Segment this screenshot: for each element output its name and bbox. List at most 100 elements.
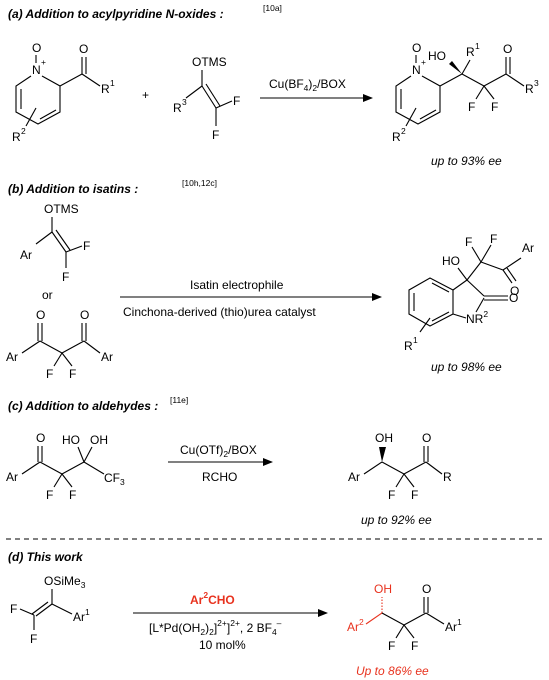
atom-label: F (388, 639, 395, 653)
atom-label: R (443, 470, 452, 484)
atom-label: N (32, 63, 41, 77)
atom-label: 1 (110, 78, 115, 88)
panel-d-ee: Up to 86% ee (356, 664, 429, 678)
atom-label: OTMS (192, 55, 227, 69)
atom-label: F (388, 488, 395, 502)
atom-label: Ar1 (73, 607, 90, 624)
atom-label: F (69, 488, 76, 502)
plus-sign: + (142, 88, 149, 102)
atom-label: O (509, 291, 518, 305)
panel-c-ee: up to 92% ee (361, 513, 432, 527)
atom-label: F (83, 239, 90, 253)
atom-label: 1 (413, 335, 418, 345)
atom-label: Ar2 (347, 617, 364, 634)
atom-label: O (503, 42, 512, 56)
atom-label: O (36, 308, 45, 322)
atom-label: HO (62, 433, 80, 447)
atom-label: + (421, 57, 426, 67)
atom-label: F (411, 639, 418, 653)
atom-label: OH (375, 431, 393, 445)
panel-b-title: (b) Addition to isatins : (8, 182, 138, 196)
atom-label: Ar1 (445, 617, 462, 634)
atom-label: O (422, 582, 431, 596)
silyl-enol-ether-b: OTMS Ar F F (20, 202, 90, 284)
atom-label: F (468, 100, 475, 114)
panel-b-ee: up to 98% ee (431, 360, 502, 374)
aldol-product-c: OH Ar F F O R (348, 431, 452, 502)
silyl-enol-ether-d: OSiMe3 Ar1 F F (10, 574, 90, 646)
panel-a-title: (a) Addition to acylpyridine N-oxides : (8, 7, 224, 21)
atom-label: HO (428, 49, 446, 63)
arrow-d-catalyst: [L*Pd(OH2)2]2+]2+, 2 BF4– (149, 618, 282, 637)
atom-label: 2 (21, 126, 26, 136)
atom-label: R (101, 82, 110, 96)
atom-label: F (465, 235, 472, 249)
pyridine-n-oxide-reactant: O N + O R 1 R 2 (12, 41, 115, 144)
atom-label: CF3 (104, 471, 125, 487)
silyl-enol-ether-a: OTMS R 3 F F (173, 55, 240, 142)
arrow-d-reagent: Ar2CHO (190, 590, 235, 607)
arrow-b-reagent-top: Isatin electrophile (190, 278, 284, 292)
panel-a-ee: up to 93% ee (431, 154, 502, 168)
atom-label: R (12, 130, 21, 144)
atom-label: NR2 (466, 309, 488, 326)
atom-label: 2 (401, 126, 406, 136)
atom-label: O (412, 41, 421, 55)
atom-label: F (69, 367, 76, 381)
arrow-b-reagent-bottom: Cinchona-derived (thio)urea catalyst (123, 305, 316, 319)
panel-c-title: (c) Addition to aldehydes : (8, 399, 158, 413)
panel-b-ref: [10h,12c] (182, 178, 217, 188)
atom-label: O (80, 308, 89, 322)
arrow-c-reagent-top: Cu(OTf)2/BOX (180, 443, 257, 459)
diketone-reactant: O Ar F F O Ar (6, 308, 113, 381)
atom-label: F (62, 270, 69, 284)
atom-label: HO (442, 254, 460, 268)
atom-label: F (46, 488, 53, 502)
atom-label: F (212, 128, 219, 142)
atom-label: O (36, 431, 45, 445)
panel-d-title: (d) This work (8, 550, 84, 564)
atom-label: F (490, 232, 497, 246)
aldol-product-d: OH Ar2 F F O Ar1 (347, 582, 462, 653)
arrow-a-reagent: Cu(BF4)2/BOX (269, 77, 346, 93)
atom-label: F (46, 367, 53, 381)
oxindole-product: O NR2 HO F F O Ar R 1 (404, 232, 534, 353)
atom-label: N (412, 63, 421, 77)
atom-label: O (32, 41, 41, 55)
panel-c-ref: [11e] (170, 395, 188, 405)
atom-label: R (173, 101, 182, 115)
atom-label: F (233, 94, 240, 108)
panel-a-ref: [10a] (263, 3, 282, 13)
atom-label: Ar (522, 241, 534, 255)
atom-label: O (422, 431, 431, 445)
atom-label: 3 (182, 97, 187, 107)
atom-label: O (510, 284, 519, 298)
product-a: O N + HO R 1 F F O R 3 R 2 (392, 41, 539, 144)
atom-label: Ar (101, 350, 113, 364)
atom-label: F (30, 632, 37, 646)
atom-label: R (404, 339, 413, 353)
atom-label: Ar (20, 248, 32, 262)
atom-label: + (41, 57, 46, 67)
atom-label: Ar (6, 470, 18, 484)
atom-label: OH (374, 582, 392, 596)
atom-label: 3 (534, 78, 539, 88)
atom-label: 1 (475, 41, 480, 51)
atom-label: O (79, 42, 88, 56)
atom-label: OSiMe3 (44, 574, 86, 590)
atom-label: Ar (6, 350, 18, 364)
atom-label: Ar (348, 470, 360, 484)
arrow-d-loading: 10 mol% (199, 638, 246, 652)
atom-label: OTMS (44, 202, 79, 216)
hydrate-reactant: O Ar F F HO OH CF3 (6, 431, 125, 502)
atom-label: R (525, 82, 534, 96)
atom-label: R (466, 45, 475, 59)
or-label: or (42, 288, 53, 302)
atom-label: R (392, 130, 401, 144)
atom-label: OH (90, 433, 108, 447)
atom-label: F (491, 100, 498, 114)
atom-label: F (10, 602, 17, 616)
arrow-c-reagent-bottom: RCHO (202, 470, 237, 484)
